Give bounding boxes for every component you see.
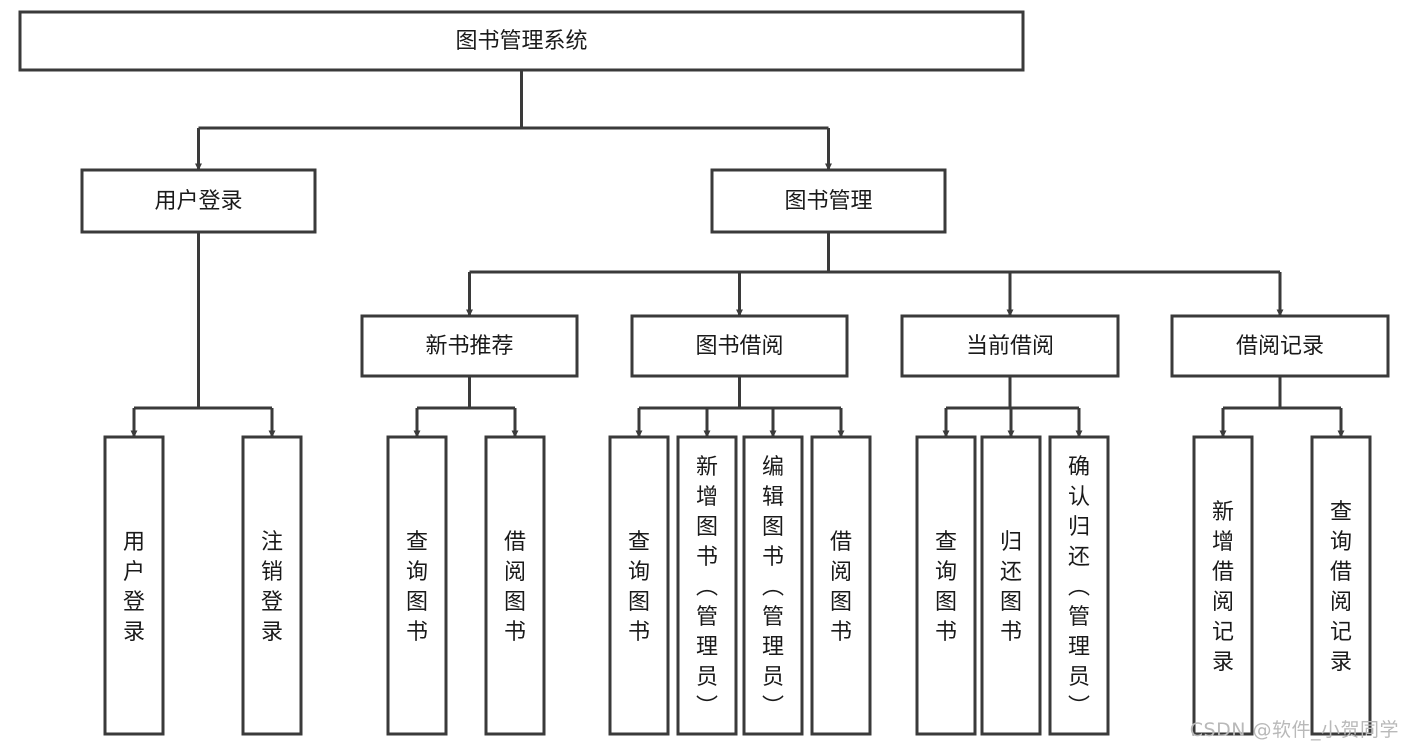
node-label: 查询图书	[406, 530, 428, 645]
node-box	[241, 435, 303, 736]
node-user_login[interactable]: 用户登录	[80, 168, 317, 234]
node-label: 用户登录	[123, 530, 145, 645]
node-box	[630, 314, 849, 378]
node-box	[386, 435, 448, 736]
node-leaf_query_record[interactable]: 查询借阅记录	[1310, 435, 1372, 736]
node-box	[18, 10, 1025, 72]
node-box	[608, 435, 670, 736]
node-box	[676, 435, 738, 736]
node-layer: 图书管理系统用户登录图书管理新书推荐图书借阅当前借阅借阅记录用户登录注销登录查询…	[18, 10, 1390, 736]
node-book_borrow[interactable]: 图书借阅	[630, 314, 849, 378]
node-box	[980, 435, 1042, 736]
node-leaf_confirm_return[interactable]: 确认归还︵管理员︶	[1048, 435, 1110, 736]
node-leaf_edit_book[interactable]: 编辑图书︵管理员︶	[742, 435, 804, 736]
connector-layer	[130, 70, 1345, 438]
node-borrow_record[interactable]: 借阅记录	[1170, 314, 1390, 378]
node-label: 借阅记录	[1236, 334, 1324, 359]
node-box	[1170, 314, 1390, 378]
node-box	[103, 435, 165, 736]
node-label: 用户登录	[154, 189, 242, 214]
node-leaf_query_book_2[interactable]: 查询图书	[608, 435, 670, 736]
node-leaf_return_book[interactable]: 归还图书	[980, 435, 1042, 736]
node-label: 新增借阅记录	[1212, 500, 1234, 675]
node-label: 借阅图书	[504, 530, 526, 645]
node-label: 注销登录	[261, 530, 283, 645]
node-label: 借阅图书	[830, 530, 852, 645]
node-leaf_borrow_book_2[interactable]: 借阅图书	[810, 435, 872, 736]
node-leaf_borrow_book_1[interactable]: 借阅图书	[484, 435, 546, 736]
node-label: 新增图书︵管理员︶	[696, 455, 718, 720]
node-leaf_logout[interactable]: 注销登录	[241, 435, 303, 736]
node-new_book_rec[interactable]: 新书推荐	[360, 314, 579, 378]
node-box	[1310, 435, 1372, 736]
node-label: 当前借阅	[966, 334, 1054, 359]
node-label: 图书管理系统	[455, 29, 587, 54]
node-root[interactable]: 图书管理系统	[18, 10, 1025, 72]
node-box	[484, 435, 546, 736]
node-box	[915, 435, 977, 736]
node-box	[710, 168, 947, 234]
node-leaf_add_book[interactable]: 新增图书︵管理员︶	[676, 435, 738, 736]
node-box	[80, 168, 317, 234]
node-label: 查询图书	[628, 530, 650, 645]
node-label: 查询借阅记录	[1330, 500, 1352, 675]
node-label: 编辑图书︵管理员︶	[762, 455, 784, 720]
node-label: 图书管理	[784, 189, 872, 214]
node-box	[1192, 435, 1254, 736]
node-box	[742, 435, 804, 736]
node-leaf_user_login[interactable]: 用户登录	[103, 435, 165, 736]
node-label: 确认归还︵管理员︶	[1068, 455, 1090, 720]
node-box	[360, 314, 579, 378]
node-box	[810, 435, 872, 736]
node-book_mgmt[interactable]: 图书管理	[710, 168, 947, 234]
node-leaf_add_record[interactable]: 新增借阅记录	[1192, 435, 1254, 736]
node-current_borrow[interactable]: 当前借阅	[900, 314, 1120, 378]
node-leaf_query_book_3[interactable]: 查询图书	[915, 435, 977, 736]
node-label: 查询图书	[935, 530, 957, 645]
node-label: 图书借阅	[695, 334, 783, 359]
node-box	[900, 314, 1120, 378]
node-leaf_query_book_1[interactable]: 查询图书	[386, 435, 448, 736]
node-box	[1048, 435, 1110, 736]
node-label: 归还图书	[1000, 530, 1022, 645]
node-label: 新书推荐	[425, 334, 513, 359]
